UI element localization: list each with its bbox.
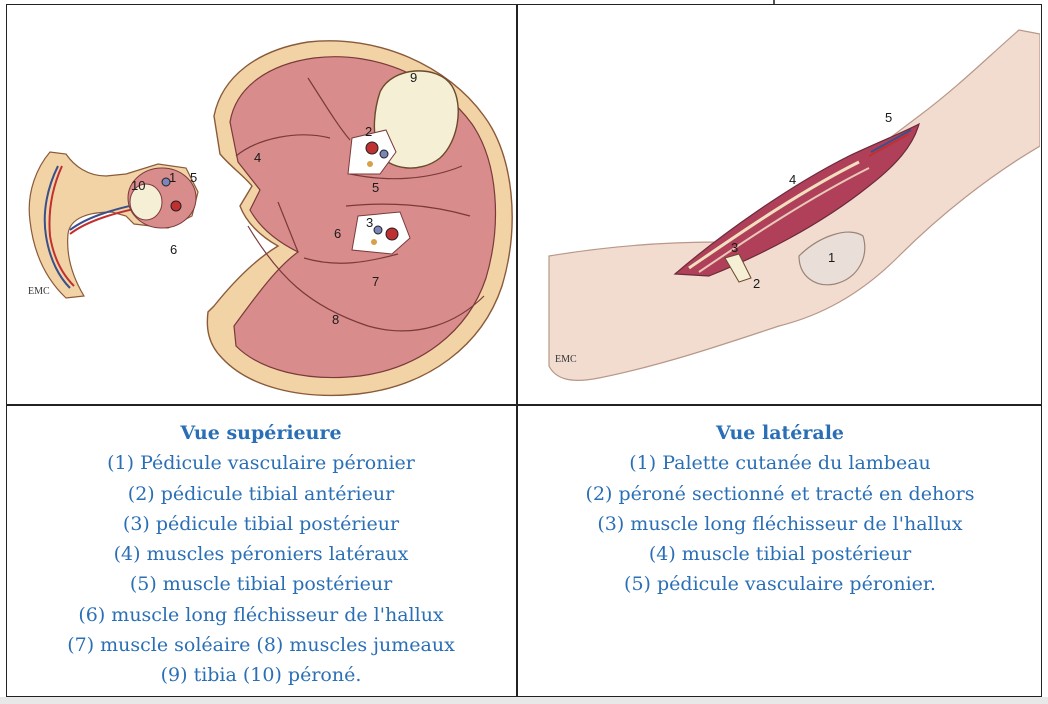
caption-line: (4) muscle tibial postérieur [648, 543, 912, 566]
superior-view-caption: Vue supérieure (1) Pédicule vasculaire p… [6, 418, 516, 691]
lateral-view-figure: 1 2 3 4 5 EMC [519, 6, 1041, 402]
fibula-flap [28, 151, 199, 299]
superior-view-figure: 1 2 3 4 5 5 6 6 7 8 9 10 EMC [8, 6, 514, 402]
caption-line: (5) pédicule vasculaire péronier. [624, 573, 936, 596]
label-7: 7 [372, 274, 379, 289]
label-3: 3 [366, 215, 373, 230]
caption-line: (5) muscle tibial postérieur [129, 573, 393, 596]
label-9: 9 [410, 70, 417, 85]
label-10: 10 [131, 178, 145, 193]
label-8: 8 [332, 312, 339, 327]
label-4: 4 [254, 150, 261, 165]
caption-line: (3) pédicule tibial postérieur [122, 512, 400, 535]
caption-title: Vue latérale [715, 422, 845, 444]
label-6-flap: 6 [170, 242, 177, 257]
label-2: 2 [365, 124, 372, 139]
caption-line: (3) muscle long fléchisseur de l'hallux [597, 512, 963, 535]
lateral-label-3: 3 [731, 240, 738, 255]
label-5-flap: 5 [190, 170, 197, 185]
caption-line: (9) tibia (10) péroné. [160, 664, 362, 687]
label-1: 1 [169, 170, 176, 185]
caption-line: (1) Palette cutanée du lambeau [629, 452, 931, 475]
caption-line: (2) pédicule tibial antérieur [127, 482, 395, 505]
surgical-incision [673, 122, 920, 286]
label-6: 6 [334, 226, 341, 241]
lateral-label-5: 5 [885, 110, 892, 125]
caption-line: (1) Pédicule vasculaire péronier [107, 452, 415, 475]
caption-line: (6) muscle long fléchisseur de l'hallux [78, 603, 444, 626]
top-tick-mark [773, 0, 775, 4]
caption-title: Vue supérieure [180, 422, 342, 444]
lateral-label-1: 1 [828, 250, 835, 265]
caption-line: (4) muscles péroniers latéraux [113, 543, 409, 566]
column-divider [516, 4, 518, 697]
caption-line: (2) péroné sectionné et tracté en dehors [585, 482, 975, 505]
leg-cross-section [206, 40, 513, 397]
cross-section-illustration: 1 2 3 4 5 5 6 6 7 8 9 10 EMC [28, 40, 513, 397]
lateral-label-2: 2 [753, 276, 760, 291]
label-5: 5 [372, 180, 379, 195]
lateral-label-4: 4 [789, 172, 796, 187]
lateral-view-caption: Vue latérale (1) Palette cutanée du lamb… [518, 418, 1042, 600]
row-divider [6, 404, 1042, 406]
lateral-leg-illustration: 1 2 3 4 5 EMC [548, 29, 1041, 381]
watermark-logo: EMC [28, 286, 50, 297]
table-frame [6, 4, 1042, 697]
caption-line: (7) muscle soléaire (8) muscles jumeaux [67, 634, 455, 657]
watermark-logo: EMC [555, 354, 577, 365]
bottom-scroll-strip [0, 697, 1048, 704]
